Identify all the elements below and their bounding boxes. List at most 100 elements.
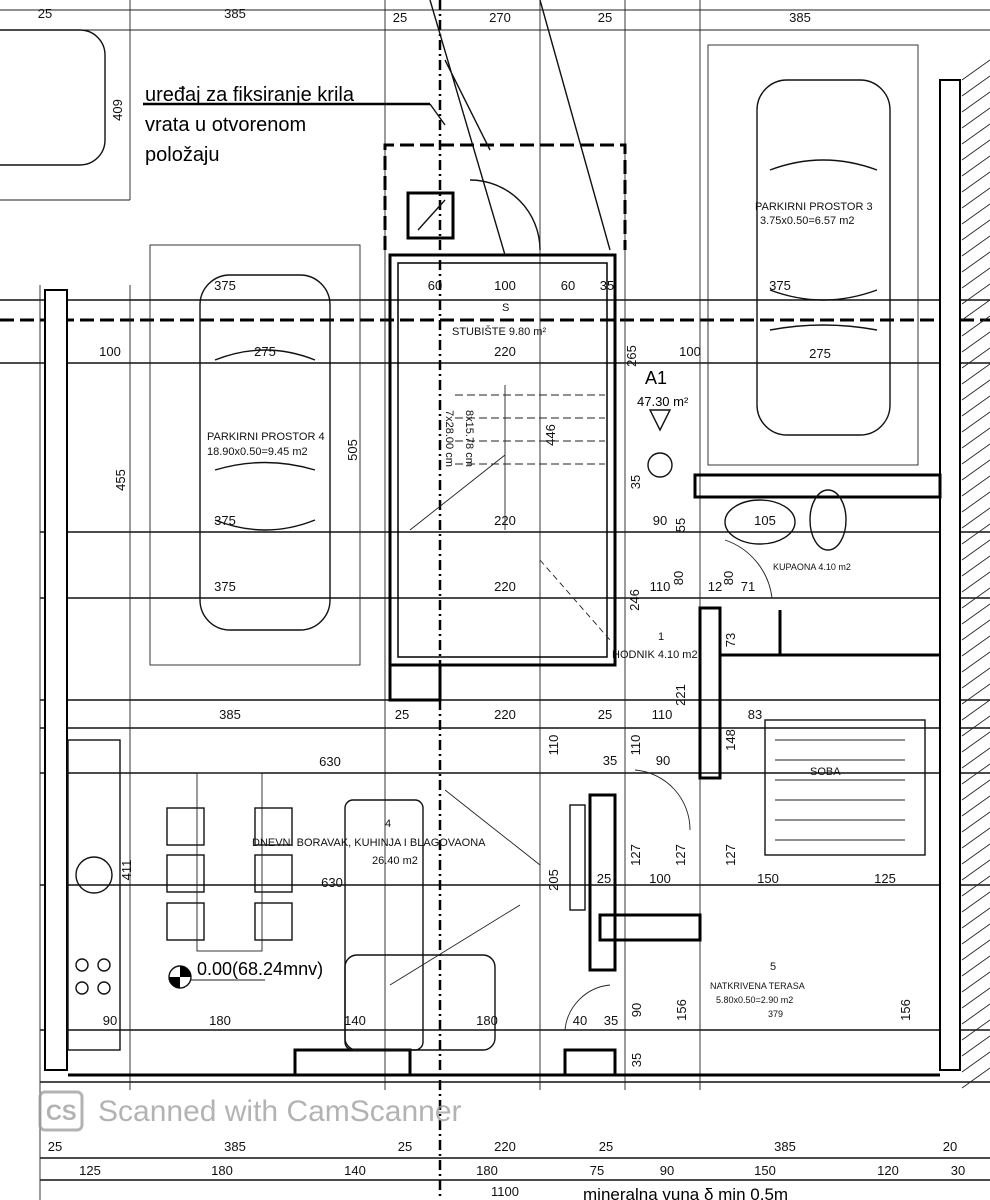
- parking3-title: PARKIRNI PROSTOR 3: [755, 201, 873, 213]
- dimension-label: 375: [214, 579, 236, 594]
- dimension-label: 110: [628, 735, 643, 756]
- wall-hatch: [961, 539, 990, 561]
- dimension-label: 127: [628, 844, 643, 866]
- dimension-label: 150: [757, 871, 779, 886]
- wall-hatch: [961, 795, 990, 817]
- hall-title: HODNIK 4.10 m2: [612, 649, 698, 661]
- dimension-label: 180: [476, 1013, 498, 1028]
- dimension-label: 60: [428, 278, 442, 293]
- dimension-label: 125: [79, 1163, 101, 1178]
- wall-hatch: [961, 1019, 990, 1041]
- dimension-label: 455: [113, 469, 128, 491]
- wall-hatch: [961, 91, 990, 113]
- dimension-label: 90: [660, 1163, 674, 1178]
- dimension-label: 140: [344, 1013, 366, 1028]
- level-label: 0.00(68.24mnv): [197, 959, 323, 979]
- dimension-label: 25: [598, 707, 612, 722]
- wall-hatch: [961, 939, 990, 961]
- dimension-label: 35: [603, 753, 617, 768]
- parking4-title: PARKIRNI PROSTOR 4: [207, 431, 325, 443]
- watermark-text: Scanned with CamScanner: [98, 1095, 462, 1128]
- bathroom-title: KUPAONA 4.10 m2: [773, 562, 851, 572]
- wall-hatch: [961, 251, 990, 273]
- wall-hatch: [961, 203, 990, 225]
- wall-hatch: [961, 427, 990, 449]
- wall-hatch: [961, 955, 990, 977]
- wall-hatch: [961, 971, 990, 993]
- wall-hatch: [961, 1067, 990, 1089]
- terrace-area: 5.80x0.50=2.90 m2: [716, 995, 793, 1005]
- dimension-label: 220: [494, 344, 516, 359]
- living-number: 4: [385, 818, 391, 830]
- dimension-label: 180: [209, 1013, 231, 1028]
- dimension-label: 630: [321, 875, 343, 890]
- wall-hatch: [961, 907, 990, 929]
- wall-hatch: [961, 315, 990, 337]
- dimension-label: 25: [599, 1139, 613, 1154]
- wall-hatch: [961, 59, 990, 81]
- wall-hatch: [961, 331, 990, 353]
- wall-hatch: [961, 123, 990, 145]
- wall-hatch: [961, 411, 990, 433]
- dimension-label: 80: [721, 571, 736, 585]
- wall-hatch: [961, 235, 990, 257]
- dimension-label: 246: [627, 589, 642, 611]
- wall-hatch: [961, 875, 990, 897]
- terrace-number: 5: [770, 961, 776, 973]
- dimension-label: 148: [723, 729, 738, 751]
- dimension-label: 409: [110, 99, 125, 121]
- parking4-area: 18.90x0.50=9.45 m2: [207, 446, 308, 458]
- dimension-label: 105: [754, 513, 776, 528]
- apartment-area: 47.30 m²: [637, 394, 689, 409]
- dimension-label: 385: [219, 707, 241, 722]
- dimension-label: 120: [877, 1163, 899, 1178]
- dimension-label: 1100: [491, 1184, 519, 1199]
- dimension-label: 220: [494, 513, 516, 528]
- wall-hatch: [961, 811, 990, 833]
- wall-hatch: [961, 763, 990, 785]
- dimension-label: 411: [119, 860, 134, 881]
- dimension-label: 385: [774, 1139, 796, 1154]
- wall-hatch: [961, 619, 990, 641]
- insulation-note: mineralna vuna δ min 0.5m: [583, 1185, 788, 1200]
- wall-hatch: [961, 283, 990, 305]
- car-top-left: [0, 0, 131, 201]
- dimension-label: 90: [653, 513, 667, 528]
- parking3-area: 3.75x0.50=6.57 m2: [760, 215, 855, 227]
- stair-shaft: [383, 0, 627, 667]
- apartment-id: A1: [645, 368, 667, 388]
- dimension-label: 220: [494, 707, 516, 722]
- dimension-label: 25: [393, 10, 407, 25]
- dimension-label: 385: [789, 10, 811, 25]
- wall-hatch: [961, 987, 990, 1009]
- dimension-label: 25: [597, 871, 611, 886]
- wall-hatch: [961, 267, 990, 289]
- door-fixing-annotation: uređaj za fiksiranje krila vrata u otvor…: [143, 84, 446, 166]
- car-parking-3: [756, 79, 891, 436]
- wall-hatch: [961, 891, 990, 913]
- wall-hatch: [961, 779, 990, 801]
- dimension-label: 100: [649, 871, 671, 886]
- dimension-label: 180: [211, 1163, 233, 1178]
- wall-hatch: [961, 171, 990, 193]
- dimension-label: 127: [723, 844, 738, 866]
- wall-hatch: [961, 491, 990, 513]
- dimension-label: 385: [224, 1139, 246, 1154]
- door-holder-icon: [406, 191, 455, 240]
- wall-hatch: [961, 635, 990, 657]
- dimension-label: 275: [254, 344, 276, 359]
- dimension-label: 270: [489, 10, 511, 25]
- dimension-label: 25: [48, 1139, 62, 1154]
- dimension-label: 90: [103, 1013, 117, 1028]
- dimension-label: 100: [679, 344, 701, 359]
- dimension-label: 100: [99, 344, 121, 359]
- dimension-label: 221: [673, 684, 688, 706]
- wall-hatch: [961, 523, 990, 545]
- hall-number: 1: [658, 631, 664, 643]
- wall-hatch: [961, 683, 990, 705]
- wall-hatch: [961, 923, 990, 945]
- dimension-label: 71: [741, 579, 755, 594]
- terrace-dim: 379: [768, 1009, 783, 1019]
